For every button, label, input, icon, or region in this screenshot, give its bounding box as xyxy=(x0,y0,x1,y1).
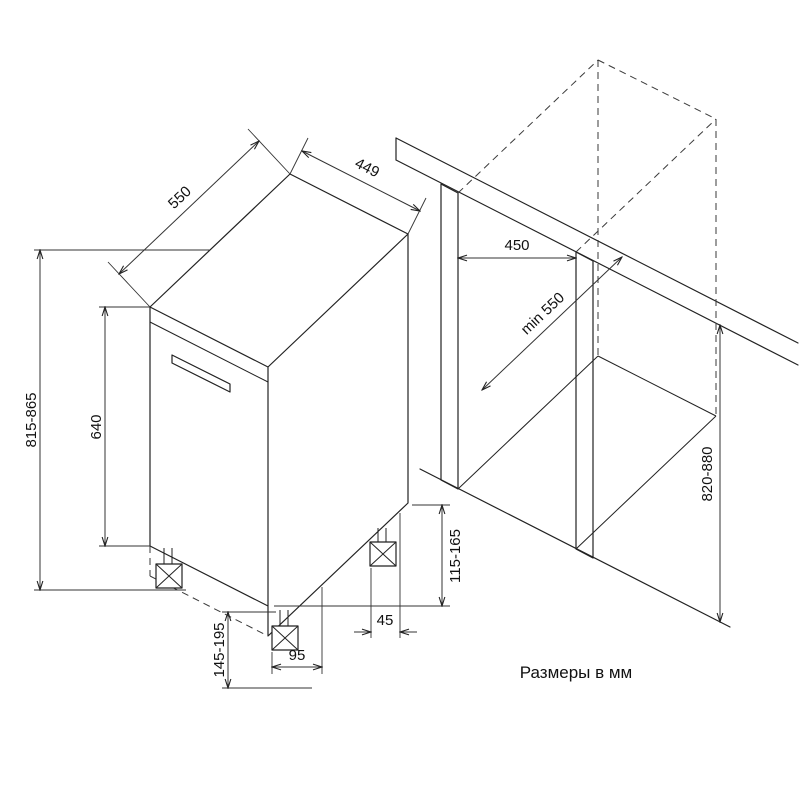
dim-total-height-label: 815-865 xyxy=(23,392,40,447)
dim-niche-depth-line xyxy=(482,257,622,390)
dim-door-height-label: 640 xyxy=(88,414,105,439)
dim-niche-height: 820-880 xyxy=(699,325,720,622)
cabinet-hidden-base xyxy=(149,546,269,637)
units-note: Размеры в мм xyxy=(520,663,633,682)
dim-feet-height-label: 145-195 xyxy=(211,622,228,677)
dim-front-foot-label: 95 xyxy=(289,647,306,664)
dim-feet-height: 145-195 xyxy=(211,612,312,688)
dim-door-height: 640 xyxy=(88,307,150,546)
dishwasher-drawing: 550 449 815-865 640 145-195 95 xyxy=(23,128,464,688)
dim-niche-height-label: 820-880 xyxy=(699,446,716,501)
dim-plinth-label: 115-165 xyxy=(447,529,464,583)
feet-hatch xyxy=(155,541,397,651)
niche-drawing: 450 min 550 820-880 xyxy=(395,59,799,628)
niche-left-panel xyxy=(440,183,459,490)
dim-back-foot-extensions xyxy=(370,513,401,638)
dim-back-foot-label: 45 xyxy=(377,612,394,629)
dim-total-height: 815-865 xyxy=(23,250,210,590)
dim-niche-width-label: 450 xyxy=(504,237,529,254)
dim-plinth-height: 115-165 xyxy=(274,505,464,606)
dim-width-extensions xyxy=(289,137,427,235)
dim-front-foot-inset: 95 xyxy=(272,587,322,674)
dim-depth-extensions xyxy=(107,128,291,308)
dim-back-foot-inset: 45 xyxy=(354,513,417,638)
feet-stems xyxy=(163,528,387,626)
door-handle xyxy=(171,354,231,393)
dim-depth-line xyxy=(119,141,259,274)
floor-line xyxy=(419,468,731,628)
dim-width-line xyxy=(302,151,420,211)
door-top-edge xyxy=(149,321,269,383)
niche-hidden-edges xyxy=(457,59,717,416)
dim-total-height-extensions xyxy=(34,249,210,591)
cabinet-body xyxy=(149,173,409,637)
